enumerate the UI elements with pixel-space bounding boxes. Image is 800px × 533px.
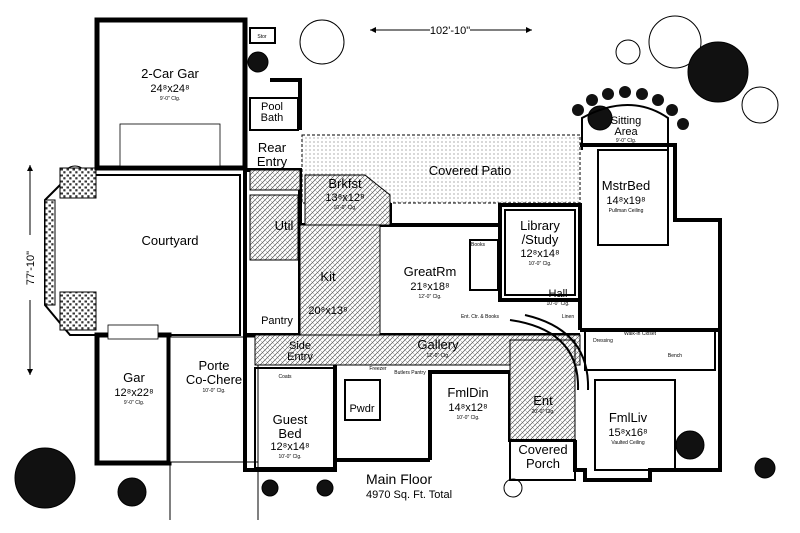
two-car-garage — [94, 17, 248, 171]
library-ceiling: 10'-0" Clg. — [528, 261, 551, 267]
hall-name: Hall — [549, 288, 568, 300]
overall-width-label: 102'-10" — [430, 25, 470, 37]
gallery-ceiling: 12'-0" Clg. — [426, 353, 449, 359]
tree-icon — [741, 86, 779, 124]
porte-cochere-area — [94, 324, 259, 520]
courtyard-name: Courtyard — [141, 233, 198, 248]
plan-area: 4970 Sq. Ft. Total — [366, 489, 452, 501]
covered-porch-line1: Covered — [518, 442, 567, 457]
overall-depth-label: 77'-10" — [25, 251, 37, 285]
room-labels: 2-Car Gar 24⁸x24⁸ 9'-0" Clg. Courtyard G… — [114, 66, 682, 471]
fixture-labels: Stor Books Ent. Ctr. & Books Linen Freez… — [257, 34, 574, 380]
side-entry-line2: Entry — [287, 351, 313, 363]
sitting-ceiling: 9'-0" Clg. — [616, 138, 636, 144]
fmlliv-name: FmlLiv — [609, 410, 648, 425]
shrub-icon — [316, 479, 334, 497]
tree-icon — [648, 15, 702, 69]
kit-dim: 20⁸x13⁸ — [308, 305, 347, 317]
landscaping — [14, 15, 779, 509]
storage-label: Stor — [257, 34, 267, 40]
guest-bed-ceiling: 10'-0" Clg. — [278, 454, 301, 460]
fmlliv-ceiling: Vaulted Ceiling — [611, 440, 644, 446]
fmldin-dim: 14⁸x12⁸ — [448, 402, 487, 414]
shrub-icon — [14, 447, 76, 509]
tree-icon — [615, 39, 641, 65]
ent-ctr-label: Ent. Ctr. & Books — [461, 314, 500, 320]
greatrm-dim: 21⁸x18⁸ — [410, 281, 449, 293]
porte-line2: Co-Chere — [186, 372, 242, 387]
porte-ceiling: 10'-0" Clg. — [202, 388, 225, 394]
shrub-icon — [261, 479, 279, 497]
library-line1: Library — [520, 218, 560, 233]
garage2-dim: 24⁸x24⁸ — [150, 83, 189, 95]
library-line2: /Study — [522, 232, 559, 247]
guest-bed-line1: Guest — [273, 412, 308, 427]
side-entry-line1: Side — [289, 340, 311, 352]
greatrm-ceiling: 12'-0" Clg. — [418, 294, 441, 300]
rear-entry-line1: Rear — [258, 140, 287, 155]
dressing-name: Dressing — [593, 338, 613, 344]
covered-porch-line2: Porch — [526, 456, 560, 471]
sitting-line2: Area — [614, 126, 638, 138]
garage2-ceiling: 9'-0" Clg. — [160, 96, 180, 102]
freezer-label: Freezer — [369, 366, 387, 372]
garage1-ceiling: 9'-0" Clg. — [124, 400, 144, 406]
gallery-name: Gallery — [417, 337, 459, 352]
courtyard-area — [44, 167, 241, 336]
covered-patio-name: Covered Patio — [429, 163, 511, 178]
ent-name: Ent — [533, 393, 553, 408]
interior-walls — [249, 27, 716, 481]
pool-bath-line2: Bath — [261, 112, 284, 124]
ent-ceiling: 20'-0" Clg. — [531, 409, 554, 415]
plan-caption: Main Floor 4970 Sq. Ft. Total — [366, 471, 452, 501]
pool-bath-line1: Pool — [261, 101, 283, 113]
shrub-icon — [754, 457, 776, 479]
shrub-icon — [247, 51, 269, 73]
brkfst-ceiling: 10'-0" Clg. — [333, 205, 356, 211]
tree-icon — [299, 19, 345, 65]
fmldin-name: FmlDin — [447, 385, 488, 400]
mstrbed-name: MstrBed — [602, 178, 650, 193]
books-label: Books — [471, 242, 485, 248]
library-dim: 12⁸x14⁸ — [520, 248, 559, 260]
porte-line1: Porte — [198, 358, 229, 373]
brkfst-dim: 13⁸x12⁸ — [325, 192, 364, 204]
butlers-pantry-label: Butlers Pantry — [394, 370, 426, 376]
shrub-icon — [675, 430, 705, 460]
guest-bed-dim: 12⁸x14⁸ — [270, 441, 309, 453]
util-name: Util — [275, 218, 294, 233]
mstrbed-dim: 14⁸x19⁸ — [606, 195, 645, 207]
kit-name: Kit — [320, 269, 336, 284]
guest-bed-line2: Bed — [278, 426, 301, 441]
overall-depth-dimension: 77'-10" — [25, 165, 37, 375]
brkfst-name: Brkfst — [328, 176, 362, 191]
coats-label: Coats — [278, 374, 292, 380]
fmldin-ceiling: 10'-0" Clg. — [456, 415, 479, 421]
shrub-icon — [687, 41, 749, 103]
sitting-area-shrubs — [572, 86, 689, 130]
greatrm-name: GreatRm — [404, 264, 457, 279]
sitting-line1: Sitting — [611, 115, 642, 127]
plan-title: Main Floor — [366, 471, 432, 487]
bench-name: Bench — [668, 353, 682, 359]
garage1-name: Gar — [123, 370, 145, 385]
mstrbed-ceiling: Pullman Ceiling — [609, 208, 644, 214]
hall-ceiling: 10'-0" Clg. — [546, 301, 569, 307]
linen-label: Linen — [562, 314, 574, 320]
garage1-dim: 12⁸x22⁸ — [114, 387, 153, 399]
tiled-floors — [249, 169, 581, 441]
overall-width-dimension: 102'-10" — [370, 25, 532, 37]
pwdr-name: Pwdr — [349, 403, 374, 415]
garage2-name: 2-Car Gar — [141, 66, 199, 81]
tree-icon — [503, 478, 523, 498]
walk-in-closet-name: Walk-in Closet — [624, 331, 657, 337]
shrub-icon — [117, 477, 147, 507]
fmlliv-dim: 15⁸x16⁸ — [608, 427, 647, 439]
pantry-name: Pantry — [261, 315, 293, 327]
single-garage — [94, 332, 172, 466]
rear-entry-line2: Entry — [257, 154, 288, 169]
